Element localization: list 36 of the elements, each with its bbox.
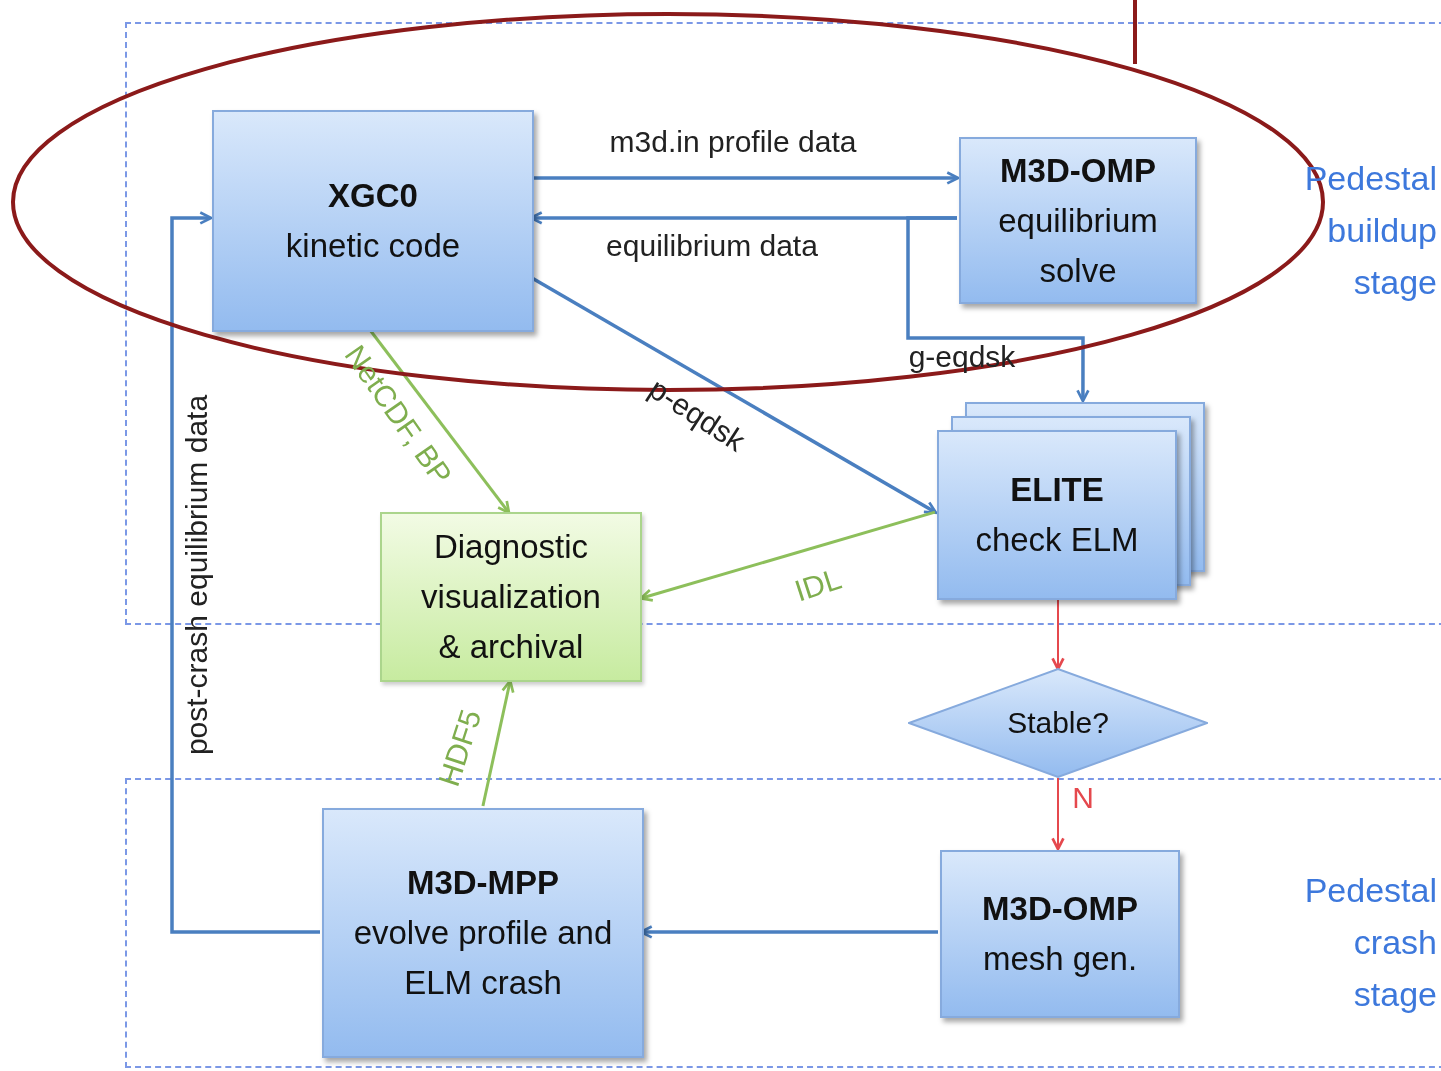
arrow: [368, 329, 510, 514]
arrow: [531, 276, 937, 514]
node-title: M3D-OMP: [982, 889, 1138, 929]
node-text: equilibrium solve: [997, 200, 1159, 291]
stacked-process-box: [937, 402, 1205, 600]
arrow: [1051, 777, 1065, 850]
node-text: Diagnostic visualization & archival: [420, 527, 602, 667]
node-title: ELITE: [1010, 470, 1104, 510]
node-title: M3D-MPP: [406, 863, 560, 903]
edge-label: equilibrium data: [606, 229, 818, 263]
arrow: [1051, 597, 1065, 670]
node-title: XGC0: [328, 176, 418, 216]
node-text: evolve profile and ELM crash: [352, 913, 614, 1003]
process-box: [322, 808, 644, 1058]
arrow: [170, 211, 320, 934]
edge-label: HDF5: [431, 705, 489, 791]
process-box: [940, 850, 1180, 1018]
decision-text: Stable?: [1006, 706, 1110, 740]
node-text: mesh gen.: [981, 939, 1139, 979]
arrow: [532, 171, 959, 185]
arrow: [640, 510, 936, 602]
edge-label: g-eqdsk: [908, 340, 1016, 374]
node-title: M3D-OMP: [1000, 150, 1156, 191]
decision-diamond: [908, 668, 1208, 778]
edge-label: post-crash equilibrium data: [180, 394, 214, 756]
arrow: [481, 680, 514, 807]
node-text: kinetic code: [284, 226, 462, 266]
node-text: check ELM: [974, 520, 1140, 560]
process-box: [959, 137, 1197, 304]
edge-label: N: [1072, 781, 1094, 815]
stage-label: Pedestal crash stage: [1303, 870, 1437, 1015]
arrow: [906, 216, 1090, 402]
edge-label: IDL: [790, 561, 846, 609]
edge-label: m3d.in profile data: [609, 125, 857, 159]
process-box: [380, 512, 642, 682]
process-box: [212, 110, 534, 332]
